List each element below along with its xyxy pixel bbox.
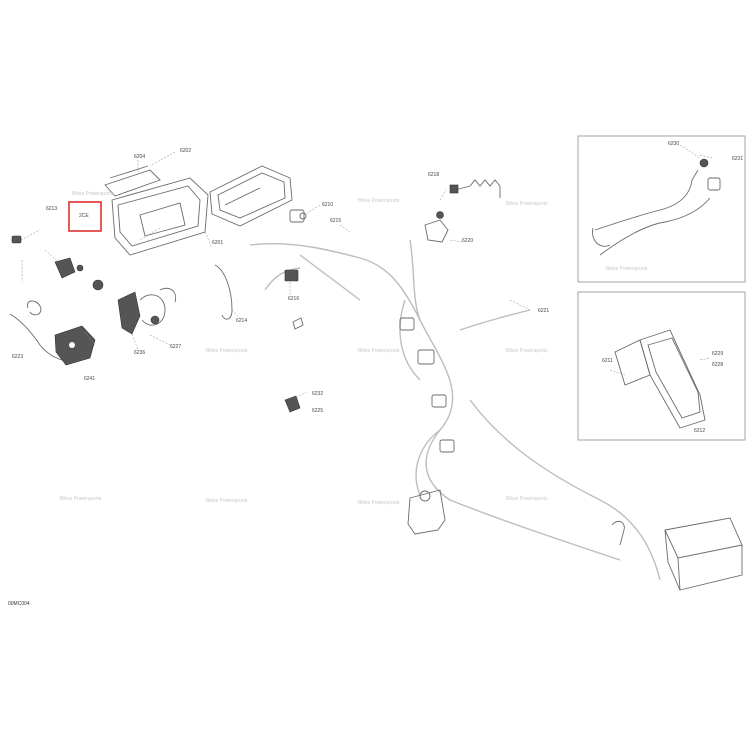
callout-label: 6241: [84, 376, 95, 382]
highlight-label: 2CE: [79, 213, 89, 219]
callout-label: 6232: [312, 391, 323, 397]
handlebar-control: [54, 325, 96, 366]
callout-label: 6225: [312, 408, 323, 414]
callout-label: 6202: [180, 148, 191, 154]
callout-label: 6228: [712, 362, 723, 368]
watermark: Bikes Powersports: [72, 191, 114, 197]
relay: [284, 269, 299, 282]
callout-label: 6213: [46, 206, 57, 212]
ring-terminal: [27, 300, 42, 316]
watermark: Bikes Powersports: [60, 496, 102, 502]
cable-left: [9, 313, 63, 361]
grommet: [92, 279, 104, 291]
watermark: Bikes Powersports: [506, 496, 548, 502]
watermark: Bikes Powersports: [358, 348, 400, 354]
callout-label: 6201: [212, 240, 223, 246]
watermark: Bikes Powersports: [358, 500, 400, 506]
solenoid: [407, 489, 446, 535]
display-screen: [209, 165, 293, 227]
stud: [292, 317, 304, 330]
callout-label: 6214: [236, 318, 247, 324]
watermark: Bikes Powersports: [358, 198, 400, 204]
sensor: [284, 391, 307, 413]
switch-assembly: [44, 249, 84, 279]
callout-label: 6221: [538, 308, 549, 314]
wire-loop: [214, 264, 233, 320]
battery: [611, 517, 743, 591]
callout-label: 6204: [134, 154, 145, 160]
fuse-block: [424, 211, 449, 243]
wiring-harness: [249, 239, 661, 581]
callout-label: 6227: [170, 344, 181, 350]
callout-label: 6215: [330, 218, 341, 224]
watermark: Bikes Powersports: [506, 348, 548, 354]
callout-label: 6211: [602, 358, 613, 364]
inset-box-top: [577, 135, 746, 283]
clip-center: [289, 209, 307, 223]
callout-label: 6216: [288, 296, 299, 302]
callout-label: 6220: [462, 238, 473, 244]
callout-label: 6218: [428, 172, 439, 178]
watermark: Bikes Powersports: [606, 266, 648, 272]
harness-connectors: [399, 317, 455, 453]
watermarks: Bikes Powersports Bikes Powersports Bike…: [60, 191, 648, 506]
highlighted-callout[interactable]: 2CE: [68, 201, 102, 232]
callout-label: 6210: [322, 202, 333, 208]
drawing-code: 00MC004: [8, 601, 30, 607]
leader-lines: [21, 144, 713, 376]
callout-label: 6236: [134, 350, 145, 356]
callout-label: 6230: [668, 141, 679, 147]
callout-labels: 6202 6204 6201 6213 6210 6215 6214 6216 …: [12, 141, 743, 434]
watermark: Bikes Powersports: [206, 348, 248, 354]
highlight-box[interactable]: [68, 201, 102, 232]
coil-cord: [449, 179, 501, 198]
callout-label: 6212: [694, 428, 705, 434]
bracket-assembly: [117, 287, 177, 335]
watermark: Bikes Powersports: [206, 498, 248, 504]
watermark: Bikes Powersports: [506, 201, 548, 207]
callout-label: 6223: [12, 354, 23, 360]
instrument-cluster-housing: [104, 165, 209, 256]
callout-label: 6229: [712, 351, 723, 357]
connector-left-top: [11, 229, 41, 244]
callout-label: 6231: [732, 156, 743, 162]
